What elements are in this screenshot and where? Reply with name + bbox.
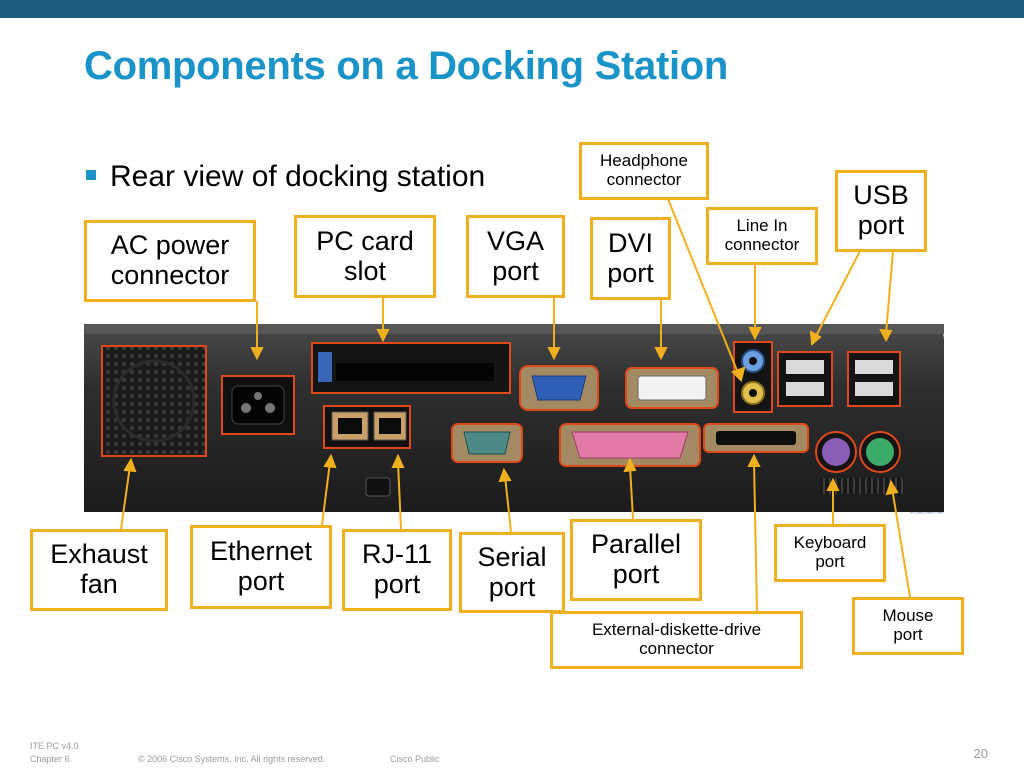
callout-dvi-port: DVI port xyxy=(590,217,671,300)
bullet-text: Rear view of docking station xyxy=(110,160,486,193)
footer-chapter: Chapter 6 xyxy=(30,754,70,764)
callout-keyboard-port: Keyboard port xyxy=(774,524,886,582)
callout-pc-card-slot: PC card slot xyxy=(294,215,436,298)
footer-classification: Cisco Public xyxy=(390,754,440,764)
callout-line-in-connector: Line In connector xyxy=(706,207,818,265)
callout-usb-port: USB port xyxy=(835,170,927,252)
bullet-item: Rear view of docking station xyxy=(86,160,485,194)
callout-parallel-port: Parallel port xyxy=(570,519,702,601)
callout-rj11-port: RJ-11 port xyxy=(342,529,452,611)
callout-ac-power-connector: AC power connector xyxy=(84,220,256,302)
callout-exhaust-fan: Exhaust fan xyxy=(30,529,168,611)
callout-serial-port: Serial port xyxy=(459,532,565,613)
callout-ethernet-port: Ethernet port xyxy=(190,525,332,609)
page-number: 20 xyxy=(973,746,988,761)
callout-vga-port: VGA port xyxy=(466,215,565,298)
top-banner xyxy=(0,0,1024,18)
footer-course: ITE PC v4.0 xyxy=(30,741,79,751)
callout-headphone-connector: Headphone connector xyxy=(579,142,709,200)
docking-station-image xyxy=(84,324,944,514)
callout-mouse-port: Mouse port xyxy=(852,597,964,655)
bullet-square-icon xyxy=(86,170,96,181)
footer-copyright: © 2006 Cisco Systems, Inc. All rights re… xyxy=(138,754,326,764)
slide-title: Components on a Docking Station xyxy=(84,44,729,88)
callout-external-diskette-drive-connector: External-diskette-drive connector xyxy=(550,611,803,669)
